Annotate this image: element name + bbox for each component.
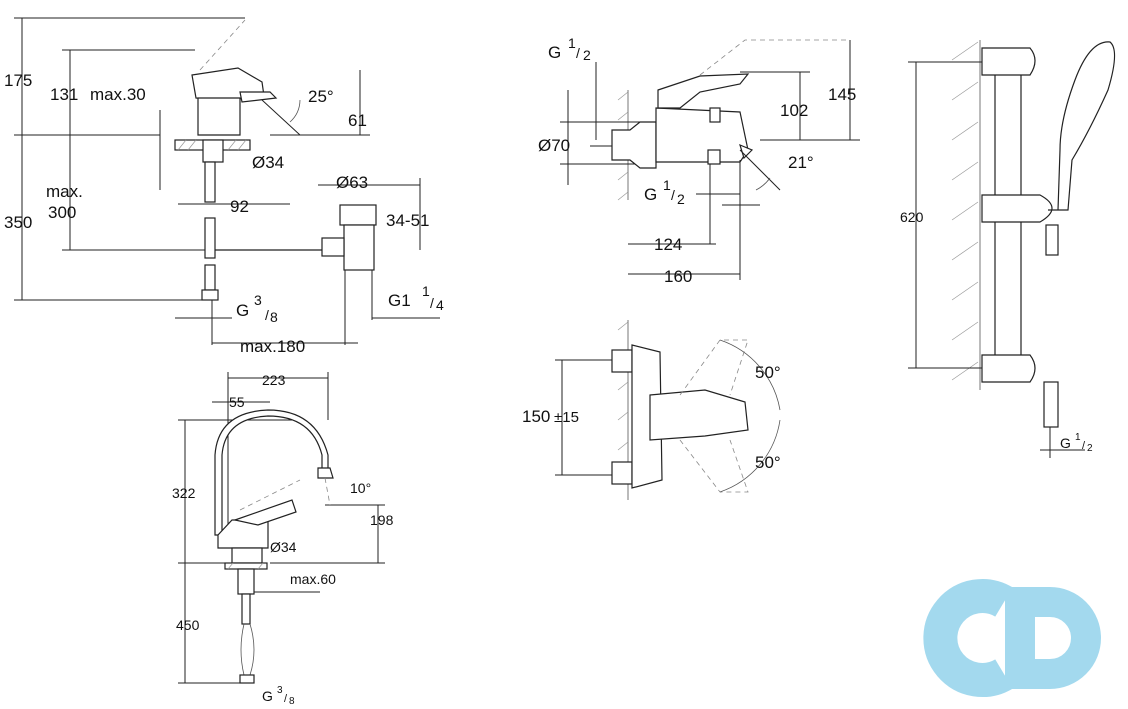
dim-450: 450	[176, 617, 200, 633]
svg-text:G: G	[644, 185, 657, 204]
dim-131: 131	[50, 85, 78, 104]
dim-620: 620	[900, 209, 924, 225]
dim-160: 160	[664, 267, 692, 286]
dim-223: 223	[262, 372, 286, 388]
angle-10: 10°	[350, 480, 371, 496]
thread-g12-shower: G 1 / 2	[1060, 432, 1093, 454]
angle-25: 25°	[308, 87, 334, 106]
svg-text:3: 3	[277, 685, 283, 696]
dim-145: 145	[828, 85, 856, 104]
svg-text:G: G	[1060, 435, 1071, 451]
dim-61: 61	[348, 111, 367, 130]
svg-text:/: /	[1082, 440, 1086, 452]
dia-70: Ø70	[538, 136, 570, 155]
dim-124: 124	[654, 235, 682, 254]
dim-102: 102	[780, 101, 808, 120]
dim-max30: max.30	[90, 85, 146, 104]
thread-g12-bottom: G 1 / 2	[644, 177, 685, 207]
svg-text:/: /	[576, 45, 580, 61]
svg-text:1: 1	[422, 283, 430, 299]
angle-50-bottom: 50°	[755, 453, 781, 472]
dim-max180: max.180	[240, 337, 305, 356]
svg-text:1: 1	[1075, 432, 1081, 443]
thread-g38-basin: G 3 / 8	[236, 292, 278, 325]
bath-mixer-front-drawing	[555, 320, 781, 500]
dim-max60: max.60	[290, 571, 336, 587]
dim-198: 198	[370, 512, 394, 528]
dim-max300-line1: max.	[46, 182, 83, 201]
dim-150-tolerance: 150 ±15	[522, 407, 579, 426]
dia-34-sink: Ø34	[270, 539, 297, 555]
angle-21: 21°	[788, 153, 814, 172]
dim-92: 92	[230, 197, 249, 216]
svg-text:8: 8	[270, 309, 278, 325]
svg-text:8: 8	[289, 696, 295, 707]
dim-322: 322	[172, 485, 196, 501]
thread-g12-top: G 1 / 2	[548, 35, 591, 63]
svg-text:/: /	[430, 295, 434, 311]
thread-g38-sink: G 3 / 8	[262, 685, 295, 707]
svg-text:1: 1	[568, 35, 576, 51]
dim-34-51: 34-51	[386, 211, 429, 230]
svg-text:G: G	[236, 301, 249, 320]
dim-175: 175	[4, 71, 32, 90]
svg-text:G: G	[262, 688, 273, 704]
thread-g114-waste: G1 1 / 4	[388, 283, 444, 313]
svg-text:G1: G1	[388, 291, 411, 310]
bath-mixer-side-drawing	[560, 39, 860, 280]
dia-63: Ø63	[336, 173, 368, 192]
svg-text:±15: ±15	[554, 409, 579, 426]
svg-text:2: 2	[1087, 443, 1093, 454]
svg-text:/: /	[265, 307, 269, 323]
shower-set-drawing	[908, 40, 1116, 458]
dim-55: 55	[229, 394, 245, 410]
sink-mixer-drawing	[178, 372, 385, 684]
svg-text:1: 1	[663, 177, 671, 193]
svg-text:3: 3	[254, 292, 262, 308]
svg-text:G: G	[548, 43, 561, 62]
svg-text:2: 2	[583, 47, 591, 63]
angle-50-top: 50°	[755, 363, 781, 382]
dim-max300-line2: 300	[48, 203, 76, 222]
dia-34: Ø34	[252, 153, 284, 172]
svg-text:4: 4	[436, 297, 444, 313]
svg-text:/: /	[284, 693, 288, 705]
svg-text:2: 2	[677, 191, 685, 207]
cd-logo-icon	[923, 579, 1101, 697]
svg-text:/: /	[671, 187, 675, 203]
basin-mixer-drawing	[14, 17, 440, 345]
dim-350: 350	[4, 213, 32, 232]
svg-text:150: 150	[522, 407, 550, 426]
